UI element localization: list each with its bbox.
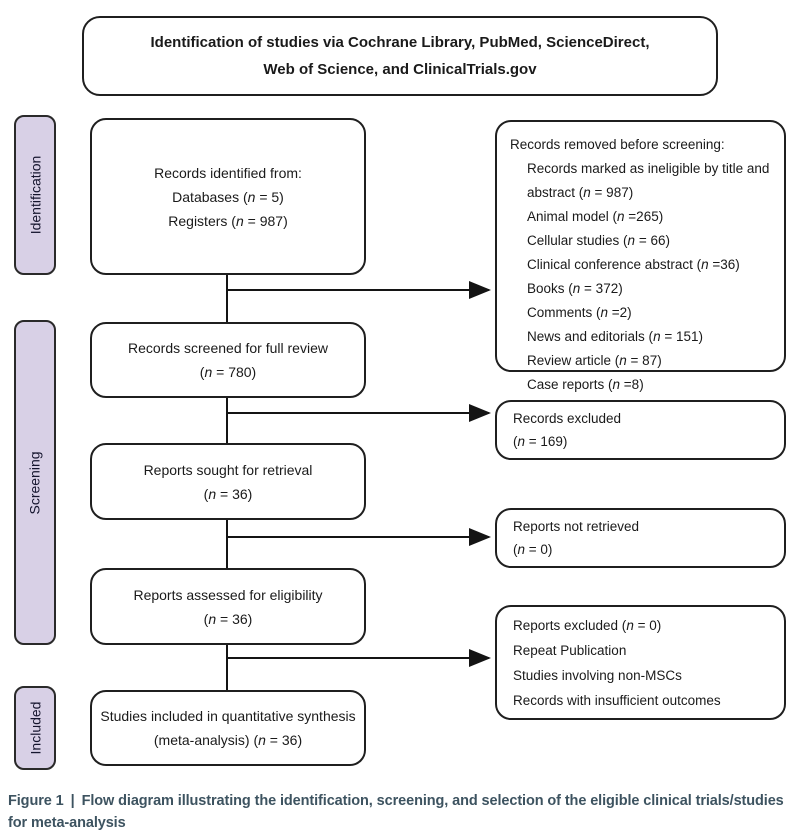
diagram-title-line1: Identification of studies via Cochrane L… bbox=[150, 34, 650, 51]
box-line: Reports sought for retrieval bbox=[143, 461, 313, 478]
box-line: Records identified from: bbox=[154, 164, 302, 181]
box-line: (n = 169) bbox=[513, 434, 568, 449]
side-box-item: Case reports (n =8) bbox=[527, 377, 644, 392]
stage-label-included: Included bbox=[14, 686, 56, 770]
side-box-records-excluded: Records excluded (n = 169) bbox=[495, 400, 786, 460]
flow-box-reports-sought: Reports sought for retrieval (n = 36) bbox=[90, 443, 366, 520]
box-line: Studies involving non-MSCs bbox=[513, 667, 682, 683]
stage-label-screening-text: Screening bbox=[27, 450, 44, 515]
box-line: Reports assessed for eligibility bbox=[133, 586, 323, 603]
figure-caption-line1: Figure 1 | Flow diagram illustrating the i… bbox=[8, 790, 796, 812]
box-line: (meta-analysis) (n = 36) bbox=[153, 732, 303, 748]
side-box-reports-not-retrieved: Reports not retrieved (n = 0) bbox=[495, 508, 786, 568]
side-box-item: Clinical conference abstract (n =36) bbox=[527, 257, 740, 272]
flow-box-reports-assessed: Reports assessed for eligibility (n = 36… bbox=[90, 568, 366, 645]
box-line: Records screened for full review bbox=[128, 340, 328, 356]
side-box-reports-excluded: Reports excluded (n = 0) Repeat Publicat… bbox=[495, 605, 786, 720]
side-box-item: Books (n = 372) bbox=[527, 281, 623, 296]
stage-label-screening: Screening bbox=[14, 320, 56, 645]
side-box-records-removed: Records removed before screening: Record… bbox=[495, 120, 786, 392]
figure-caption: Figure 1 | Flow diagram illustrating the i… bbox=[8, 790, 796, 834]
box-line: Records excluded bbox=[513, 411, 622, 426]
side-box-item: Animal model (n =265) bbox=[527, 209, 664, 224]
side-box-item: Review article (n = 87) bbox=[527, 353, 662, 368]
figure-caption-line2: for meta-analysis bbox=[8, 815, 126, 831]
diagram-title-box: Identification of studies via Cochrane L… bbox=[82, 16, 718, 96]
box-line: Repeat Publication bbox=[513, 642, 627, 658]
side-box-item: Comments (n =2) bbox=[527, 305, 632, 320]
flow-box-records-identified: Records identified from: Databases (n = … bbox=[90, 118, 366, 275]
box-line: (n = 780) bbox=[199, 364, 257, 380]
box-line: Reports not retrieved bbox=[513, 519, 640, 534]
side-box-item: News and editorials (n = 151) bbox=[527, 329, 703, 344]
figure-caption-separator: | bbox=[70, 793, 75, 809]
box-line: Reports excluded (n = 0) bbox=[513, 617, 662, 633]
flow-box-records-screened: Records screened for full review (n = 78… bbox=[90, 322, 366, 398]
side-box-title: Records removed before screening: bbox=[510, 137, 725, 152]
box-line: (n = 36) bbox=[203, 610, 253, 627]
figure-caption-text1: Flow diagram illustrating the identifica… bbox=[81, 793, 784, 809]
stage-label-included-text: Included bbox=[27, 701, 43, 755]
stage-label-identification-text: Identification bbox=[27, 155, 44, 235]
box-line: (n = 0) bbox=[513, 542, 553, 557]
diagram-title-line2: Web of Science, and ClinicalTrials.gov bbox=[263, 61, 537, 78]
box-line: Studies included in quantitative synthes… bbox=[100, 708, 356, 724]
box-line: (n = 36) bbox=[203, 485, 253, 502]
box-line: Registers (n = 987) bbox=[168, 212, 288, 229]
side-box-item: Cellular studies (n = 66) bbox=[527, 233, 670, 248]
box-line: Databases (n = 5) bbox=[172, 188, 284, 205]
side-box-item: Records marked as ineligible by title an… bbox=[527, 161, 770, 200]
stage-label-identification: Identification bbox=[14, 115, 56, 275]
figure-caption-label: Figure 1 bbox=[8, 793, 64, 809]
box-line: Records with insufficient outcomes bbox=[513, 692, 721, 708]
flow-box-studies-included: Studies included in quantitative synthes… bbox=[90, 690, 366, 766]
